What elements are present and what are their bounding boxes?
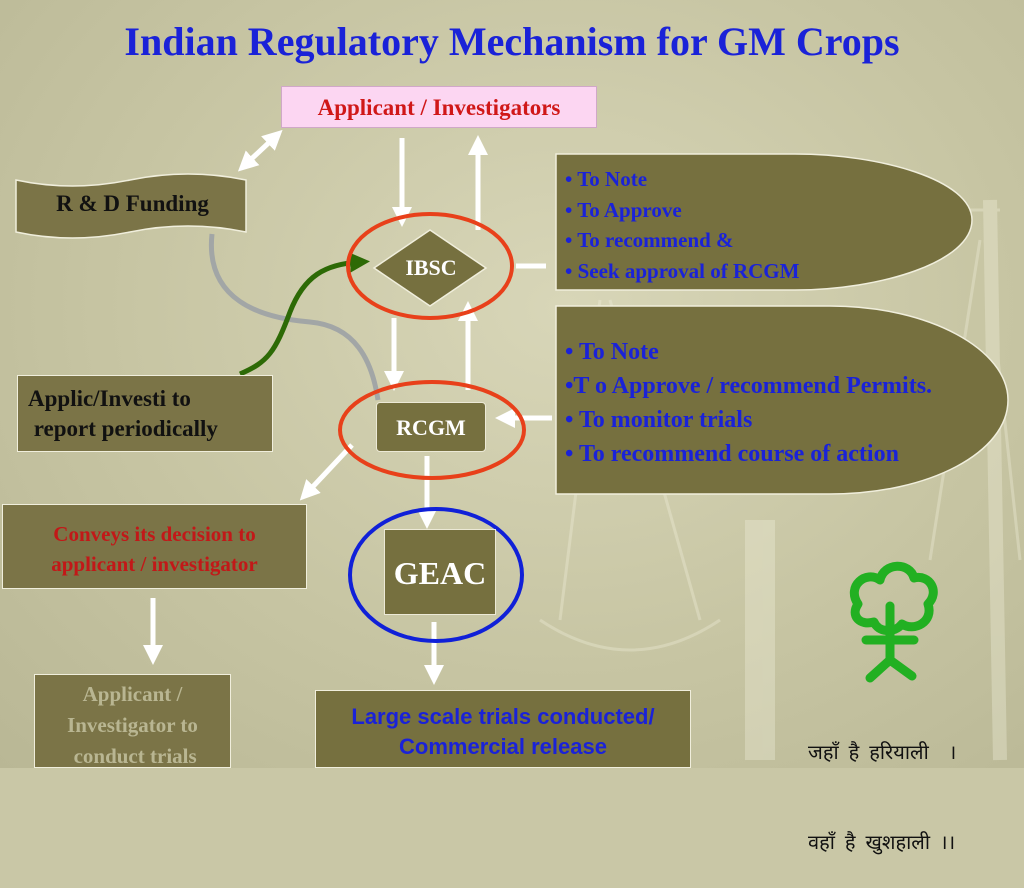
rcgm-ring xyxy=(338,380,526,480)
geac-ring xyxy=(348,507,524,643)
rcgm-role-item: •T o Approve / recommend Permits. xyxy=(565,373,933,399)
ibsc-role-item: • To Note xyxy=(565,167,648,191)
conveys-box: Conveys its decision to applicant / inve… xyxy=(2,504,307,589)
funding-curve xyxy=(208,233,381,401)
large-scale-line-1: Large scale trials conducted/ xyxy=(351,704,655,729)
ibsc-ring xyxy=(346,212,514,320)
applicant-box: Applicant / Investigators xyxy=(281,86,597,128)
conduct-trials-line-2: Investigator to xyxy=(67,713,198,737)
diagram-connectors xyxy=(15,129,1022,761)
rcgm-roles-bubble xyxy=(555,305,1009,495)
rcgm-role-item: • To monitor trials xyxy=(565,407,753,433)
ibsc-diamond xyxy=(372,229,488,307)
rd-funding-label: R & D Funding xyxy=(56,191,209,216)
rcgm-role-item: • To recommend course of action xyxy=(565,441,899,467)
arrow-rcgm-to-conveys xyxy=(299,443,354,501)
arrow-applicant-funding xyxy=(237,129,283,172)
logo-slogan-line-1: जहाँ है हरियाली । xyxy=(808,742,957,764)
rcgm-box: RCGM xyxy=(376,402,486,452)
tree-person-icon xyxy=(849,561,938,683)
ibsc-role-item: • To Approve xyxy=(565,197,682,222)
geac-box: GEAC xyxy=(384,529,496,615)
conveys-line-1: Conveys its decision to xyxy=(53,522,256,546)
conduct-trials-line-1: Applicant / xyxy=(82,682,183,706)
ibsc-label: IBSC xyxy=(405,255,457,280)
conveys-line-2: applicant / investigator xyxy=(51,552,258,576)
applic-report-box: Applic/Investi to report periodically xyxy=(17,375,273,452)
ibsc-role-item: • Seek approval of RCGM xyxy=(565,258,800,283)
report-curve xyxy=(239,252,370,377)
conduct-trials-line-3: conduct trials xyxy=(68,744,197,768)
rcgm-role-item: • To Note xyxy=(565,339,659,365)
ibsc-roles-bubble xyxy=(555,153,973,291)
rcgm-roles-list: • To Note •T o Approve / recommend Permi… xyxy=(565,335,1005,471)
logo-slogan: जहाँ है हरियाली । वहाँ है खुशहाली ।। xyxy=(808,678,1008,888)
applic-report-line-2: report periodically xyxy=(28,416,218,441)
page-title: Indian Regulatory Mechanism for GM Crops xyxy=(124,19,900,64)
rd-funding-banner xyxy=(15,173,247,239)
ibsc-roles-list: • To Note • To Approve • To recommend & … xyxy=(565,164,895,286)
large-scale-box: Large scale trials conducted/ Commercial… xyxy=(315,690,691,768)
applic-report-line-1: Applic/Investi to xyxy=(28,386,191,411)
large-scale-line-2: Commercial release xyxy=(399,734,607,759)
ibsc-role-item: • To recommend & xyxy=(565,228,734,252)
conduct-trials-box: Applicant / Investigator to conduct tria… xyxy=(34,674,231,768)
logo-slogan-line-2: वहाँ है खुशहाली ।। xyxy=(808,832,956,854)
